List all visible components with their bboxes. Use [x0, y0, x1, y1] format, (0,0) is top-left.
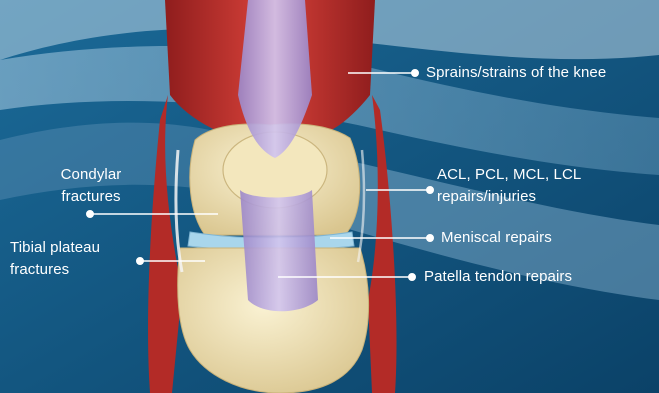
label-sprains: Sprains/strains of the knee	[426, 62, 606, 84]
label-condylar: Condylar fractures	[56, 164, 126, 208]
leader-dot-ligament	[427, 187, 433, 193]
label-meniscal: Meniscal repairs	[441, 227, 552, 249]
label-ligament: ACL, PCL, MCL, LCL repairs/injuries	[437, 164, 581, 208]
leader-dot-patella	[409, 274, 415, 280]
leader-dot-tibial	[137, 258, 143, 264]
leader-dot-condylar	[87, 211, 93, 217]
label-tibial: Tibial plateau fractures	[10, 237, 100, 281]
patellar-tendon	[240, 190, 318, 311]
label-patella: Patella tendon repairs	[424, 266, 572, 288]
leader-dot-sprains	[412, 70, 418, 76]
leader-dot-meniscal	[427, 235, 433, 241]
